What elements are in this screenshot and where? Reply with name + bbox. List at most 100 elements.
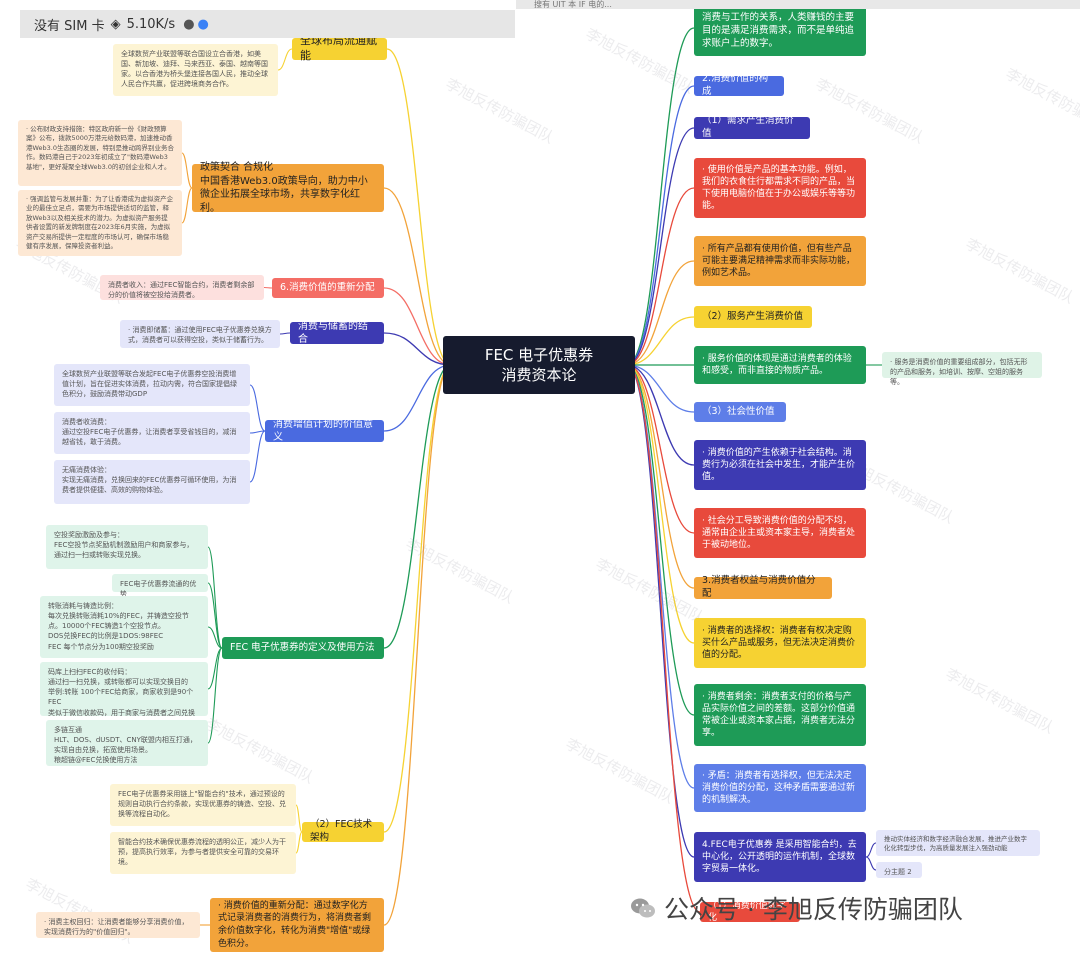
leaf-connector-line [865, 856, 877, 871]
branch-social-structure[interactable]: · 消费价值的产生依赖于社会结构。消费行为必须在社会中发生，才能产生价值。 [694, 440, 866, 490]
leaf-subtopic-2: 分主题 2 [876, 862, 922, 878]
browser-icon: ● [197, 16, 209, 32]
branch-service-desc-label: · 服务价值的体现是通过消费者的体验和感受，而非直接的物质产品。 [702, 353, 852, 376]
leaf-appreciation-plan: 全球数贸产业联盟等联合发起FEC电子优惠券空投消费增值计划，旨在促进实体消费，拉… [54, 364, 250, 406]
leaf-connector-line [207, 582, 223, 649]
branch-social-value-label: （3）社会性价值 [702, 405, 775, 417]
branch-consumption-work-label: 消费与工作的关系，人类赚钱的主要目的是满足消费需求，而不是单纯追求账户上的数字。 [702, 12, 855, 49]
connector-line [626, 364, 695, 466]
branch-service-value-label: （2）服务产生消费价值 [702, 310, 804, 322]
leaf-policy-fiscal: · 公布财政支持措施：特区政府新一份《财政预算案》公布，拨款5000万港元给数码… [18, 120, 182, 186]
branch-contradiction[interactable]: · 矛盾：消费者有选择权，但无法决定消费价值的分配，这种矛盾需要通过新的机制解决… [694, 764, 866, 812]
branch-consumer-rights-label: 3.消费者权益与消费价值分配 [702, 575, 816, 599]
branch-global-layout[interactable]: 全球布局流通赋能 [292, 34, 387, 62]
central-topic[interactable]: FEC 电子优惠券 消费资本论 [443, 336, 635, 394]
branch-consumption-work[interactable]: 消费与工作的关系，人类赚钱的主要目的是满足消费需求，而不是单纯追求账户上的数字。 [694, 0, 866, 56]
branch-contradiction-label: · 矛盾：消费者有选择权，但无法决定消费价值的分配，这种矛盾需要通过新的机制解决… [702, 770, 856, 806]
leaf-service-component: · 服务是消费价值的重要组成部分，包括无形的产品和服务，如培训、按摩、空姐的服务… [882, 352, 1042, 386]
connector-line [626, 364, 695, 858]
branch-consumer-rights[interactable]: 3.消费者权益与消费价值分配 [694, 575, 832, 599]
top-strip: 搜有 UIT 本 IF 电的... [516, 0, 1080, 9]
leaf-connector-line [207, 626, 223, 649]
central-topic-line1: FEC 电子优惠券 [484, 345, 594, 364]
leaf-digital-economy: 推动实体经济和数字经济融合发展，推进产业数字化化转型步伐，为高质量发展注入强劲动… [876, 830, 1040, 856]
branch-global-layout-label: 全球布局流通赋能 [300, 34, 377, 62]
branch-fec-smart-contract-label: 4.FEC电子优惠券 是采用智能合约，去中心化，公开透明的运作机制，全球数字贸易… [702, 839, 857, 875]
connector-line [626, 364, 695, 644]
branch-social-value[interactable]: （3）社会性价值 [694, 402, 786, 422]
carrier-label: 没有 SIM 卡 [34, 18, 105, 34]
branch-value-digitization[interactable]: （1）消费价值数字化 [700, 900, 800, 923]
leaf-appreciation-save: 消费者收消费： 通过空投FEC电子优惠券，让消费者享受省钱目的，减消越省钱，敢于… [54, 412, 250, 454]
branch-spiritual-value[interactable]: · 所有产品都有使用价值，但有些产品可能主要满足精神需求而非实际功能，例如艺术品… [694, 236, 866, 286]
branch-fec-tech[interactable]: （2）FEC技术架构 [302, 819, 384, 843]
leaf-connector-line [181, 152, 193, 189]
leaf-fec-advantage: FEC电子优惠券流通的优势 [112, 574, 208, 598]
leaf-fec-multichain: 多链互通 HLT、DOS、dUSDT、CNY联盟内相互打通，实现自由兑换，拓宽使… [46, 720, 208, 766]
branch-demand-value-label: （1）需求产生消费价值 [702, 115, 794, 139]
connector-line [626, 187, 695, 366]
branch-division-labor-label: · 社会分工导致消费价值的分配不均，通常由企业主或资本家主导，消费者处于被动地位… [702, 515, 856, 551]
branch-consumer-surplus[interactable]: · 消费者剩余：消费者支付的价格与产品实际价值之间的差额。这部分价值通常被企业或… [694, 684, 866, 746]
branch-value-composition[interactable]: 2.消费价值的构成 [694, 73, 784, 97]
branch-value-digitization-label: （1）消费价值数字化 [708, 900, 786, 923]
leaf-connector-line [249, 384, 266, 432]
leaf-fec-minting: 转账消耗与铸造比例： 每次兑换转账消耗10%的FEC，并铸造空投节点。10000… [40, 596, 208, 658]
connector-line [626, 364, 695, 589]
leaf-fec-transparency: 智能合约技术确保优惠券流程的透明公正，减少人为干预，提高执行效率，为参与者提供安… [110, 832, 296, 874]
phone-status-bar: 没有 SIM 卡 ◈ 5.10K/s ● ● [20, 10, 515, 38]
network-speed: 5.10K/s [126, 16, 176, 32]
leaf-connector-line [263, 286, 273, 289]
branch-redistribution-bottom[interactable]: · 消费价值的重新分配：通过数字化方式记录消费者的消费行为，将消费者剩余价值数字… [210, 898, 384, 952]
branch-use-value[interactable]: · 使用价值是产品的基本功能。例如，我们的衣食住行都需求不同的产品，当下使用电脑… [694, 158, 866, 218]
leaf-connector-line [207, 647, 223, 744]
branch-fec-smart-contract[interactable]: 4.FEC电子优惠券 是采用智能合约，去中心化，公开透明的运作机制，全球数字贸易… [694, 832, 866, 882]
branch-fec-tech-label: （2）FEC技术架构 [310, 819, 373, 843]
branch-social-structure-label: · 消费价值的产生依赖于社会结构。消费行为必须在社会中发生，才能产生价值。 [702, 447, 856, 483]
leaf-connector-line [295, 831, 303, 854]
leaf-connector-line [277, 48, 293, 71]
connector-line [386, 48, 452, 366]
connector-line [626, 85, 695, 366]
branch-choice-right-label: · 消费者的选择权：消费者有权决定购买什么产品或服务，但无法决定消费价值的分配。 [702, 625, 856, 661]
central-topic-line2: 消费资本论 [501, 366, 577, 384]
chat-icon: ● [183, 16, 195, 32]
branch-consumer-surplus-label: · 消费者剩余：消费者支付的价格与产品实际价值之间的差额。这部分价值通常被企业或… [702, 691, 856, 739]
branch-demand-value[interactable]: （1）需求产生消费价值 [694, 115, 810, 139]
leaf-global-desc: 全球数贸产业联盟等联合国设立合香港，如美国、新加坡、迪拜、马来西亚、泰国、越南等… [113, 44, 278, 96]
connector-line [626, 27, 695, 366]
leaf-sovereignty: · 消费主权回归：让消费者能够分享消费价值，实现消费行为的"价值回归"。 [36, 912, 200, 938]
branch-policy-label: 政策契合 合规化 中国香港Web3.0政策导向，助力中小微企业拓展全球市场，共享… [200, 162, 368, 214]
connector-line [626, 260, 695, 366]
branch-service-desc[interactable]: · 服务价值的体现是通过消费者的体验和感受，而非直接的物质产品。 [694, 346, 866, 384]
connector-line [626, 127, 695, 366]
connector-line [383, 364, 452, 926]
connector-line [383, 287, 452, 366]
leaf-fec-airdrop: 空投奖励激励及参与： FEC空投节点奖励机制激励用户和商家参与，通过扫一扫或转账… [46, 525, 208, 569]
connector-line [626, 364, 701, 913]
branch-appreciation[interactable]: 消费增值计划的价值意义 [265, 419, 384, 443]
connector-line [383, 364, 452, 833]
branch-policy[interactable]: 政策契合 合规化 中国香港Web3.0政策导向，助力中小微企业拓展全球市场，共享… [192, 162, 384, 214]
connector-line [626, 316, 695, 366]
connector-line [626, 364, 695, 789]
leaf-connector-line [181, 187, 193, 224]
connector-line [626, 364, 695, 534]
leaf-consumer-income: 消费者收入：通过FEC智能合约，消费者剩余部分的价值将被空投给消费者。 [100, 275, 264, 300]
leaf-connector-line [249, 430, 266, 483]
official-account-footer: 公众号 · 李旭反传防骗团队 [630, 890, 963, 926]
connector-line [383, 364, 452, 432]
branch-redistribution-6-label: 6.消费价值的重新分配 [280, 281, 375, 293]
branch-service-value[interactable]: （2）服务产生消费价值 [694, 306, 812, 328]
branch-redistribution-6[interactable]: 6.消费价值的重新分配 [272, 278, 384, 298]
branch-savings[interactable]: 消费与储蓄的结合 [290, 321, 384, 345]
branch-use-value-label: · 使用价值是产品的基本功能。例如，我们的衣食住行都需求不同的产品，当下使用电脑… [702, 164, 856, 212]
leaf-fec-smart-contract: FEC电子优惠券采用链上"智能合约"技术，通过预设的规则自动执行合约条款，实现优… [110, 784, 296, 826]
branch-choice-right[interactable]: · 消费者的选择权：消费者有权决定购买什么产品或服务，但无法决定消费价值的分配。 [694, 618, 866, 668]
branch-division-labor[interactable]: · 社会分工导致消费价值的分配不均，通常由企业主或资本家主导，消费者处于被动地位… [694, 508, 866, 558]
leaf-connector-line [207, 546, 223, 649]
connector-line [383, 332, 452, 366]
branch-fec-definition[interactable]: FEC 电子优惠券的定义及使用方法 [222, 637, 384, 659]
